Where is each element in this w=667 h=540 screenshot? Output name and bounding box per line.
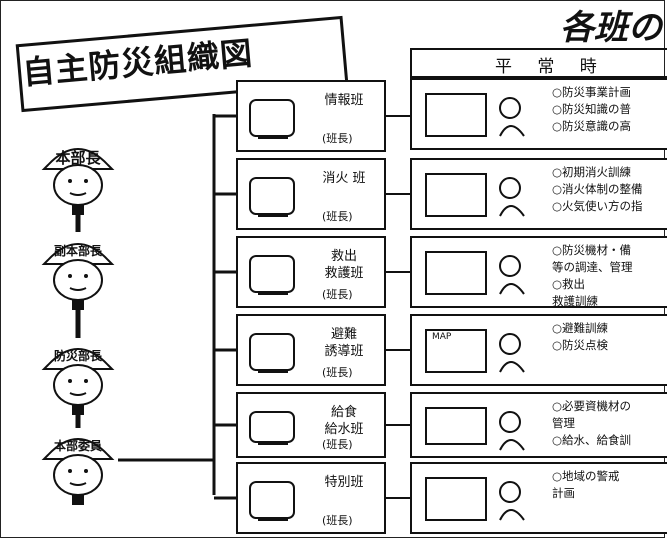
officer-title: 本部長 — [55, 149, 101, 167]
duty-panel: ○防災事業計画 ○防災知識の普 ○防災意識の高 — [410, 78, 667, 150]
team-box: 救出 救護班 (班長) — [236, 236, 386, 308]
duty-panel: MAP ○避難訓練 ○防災点検 — [410, 314, 667, 386]
duty-item: ○避難訓練 — [552, 321, 609, 335]
team-box: 消火 班 (班長) — [236, 158, 386, 230]
officer-3: 防災部長 — [38, 335, 118, 415]
officer-title: 副本部長 — [53, 244, 102, 258]
team-illustration-icon — [244, 324, 304, 380]
team-name: 避難 誘導班 — [324, 327, 364, 359]
duty-item: ○防災知識の普 — [552, 102, 632, 116]
officer-4: 本部委員 — [38, 425, 118, 505]
duty-panel: ○初期消火訓練 ○消火体制の整備 ○火気使い方の指 — [410, 158, 667, 230]
duty-illustration-icon — [420, 86, 540, 146]
team-name: 救出 救護班 — [324, 249, 364, 281]
team-box: 情報班 (班長) — [236, 80, 386, 152]
team-box: 給食 給水班(班長) — [236, 392, 386, 458]
column-header: 平 常 時 — [495, 57, 607, 77]
duty-panel: ○必要資機材の管理 ○給水、給食訓 — [410, 392, 667, 458]
officer-1: 本部長 — [38, 135, 118, 215]
helmet-figure-icon — [41, 148, 115, 215]
duty-item: ○必要資機材の — [552, 399, 632, 413]
team-illustration-icon — [244, 246, 304, 302]
duty-item: 計画 — [552, 486, 575, 500]
duty-item: 救護訓練 — [552, 294, 598, 308]
duty-item: 等の調達、管理 — [552, 260, 633, 274]
column-header-box — [410, 48, 667, 78]
officer-title: 本部委員 — [53, 439, 102, 453]
team-lead: (班長) — [322, 288, 353, 301]
team-box: 避難 誘導班 (班長) — [236, 314, 386, 386]
duty-panel: ○地域の警戒計画 — [410, 462, 667, 534]
duties-banner: 各班の — [560, 8, 662, 48]
duty-illustration-icon — [420, 400, 540, 454]
duty-list: ○初期消火訓練 ○消火体制の整備 ○火気使い方の指 — [552, 164, 667, 215]
team-illustration-icon — [244, 168, 304, 224]
duty-item: ○救出 — [552, 277, 586, 291]
duty-list: ○地域の警戒計画 — [552, 468, 667, 502]
duty-panel: ○防災機材・備等の調達、管理 ○救出救護訓練 — [410, 236, 667, 308]
duty-item: ○消火体制の整備 — [552, 182, 643, 196]
helmet-figure-icon — [41, 243, 115, 310]
duty-item: ○火気使い方の指 — [552, 199, 643, 213]
duty-item: ○防災事業計画 — [552, 85, 632, 99]
duty-list: ○防災事業計画 ○防災知識の普 ○防災意識の高 — [552, 84, 667, 135]
team-lead: (班長) — [322, 514, 353, 527]
duty-list: ○防災機材・備等の調達、管理 ○救出救護訓練 — [552, 242, 667, 310]
duty-item: ○防災機材・備 — [552, 243, 632, 257]
team-lead: (班長) — [322, 132, 353, 145]
duty-item: 管理 — [552, 416, 575, 430]
team-name: 給食 給水班 — [324, 405, 364, 437]
team-illustration-icon — [244, 402, 304, 452]
team-illustration-icon — [244, 90, 304, 146]
duty-item: ○防災点検 — [552, 338, 609, 352]
duty-item: ○地域の警戒 — [552, 469, 620, 483]
team-box: 特別班 (班長) — [236, 462, 386, 534]
helmet-figure-icon — [41, 348, 115, 415]
team-lead: (班長) — [322, 438, 353, 451]
duty-list: ○避難訓練 ○防災点検 — [552, 320, 667, 354]
team-name: 特別班 — [324, 475, 364, 490]
map-label: MAP — [432, 332, 452, 342]
helmet-figure-icon — [41, 438, 115, 505]
duty-illustration-icon — [420, 166, 540, 226]
duty-item: ○給水、給食訓 — [552, 433, 632, 447]
duty-list: ○必要資機材の管理 ○給水、給食訓 — [552, 398, 667, 449]
duty-item: ○防災意識の高 — [552, 119, 632, 133]
duty-illustration-icon — [420, 244, 540, 304]
team-lead: (班長) — [322, 210, 353, 223]
team-lead: (班長) — [322, 366, 353, 379]
officer-title: 防災部長 — [53, 349, 102, 363]
team-name: 情報班 — [324, 93, 364, 108]
duty-item: ○初期消火訓練 — [552, 165, 632, 179]
duty-illustration-icon — [420, 470, 540, 530]
officer-2: 副本部長 — [38, 230, 118, 310]
team-name: 消火 班 — [322, 171, 366, 186]
duty-illustration-icon: MAP — [420, 322, 540, 382]
team-illustration-icon — [244, 472, 304, 528]
